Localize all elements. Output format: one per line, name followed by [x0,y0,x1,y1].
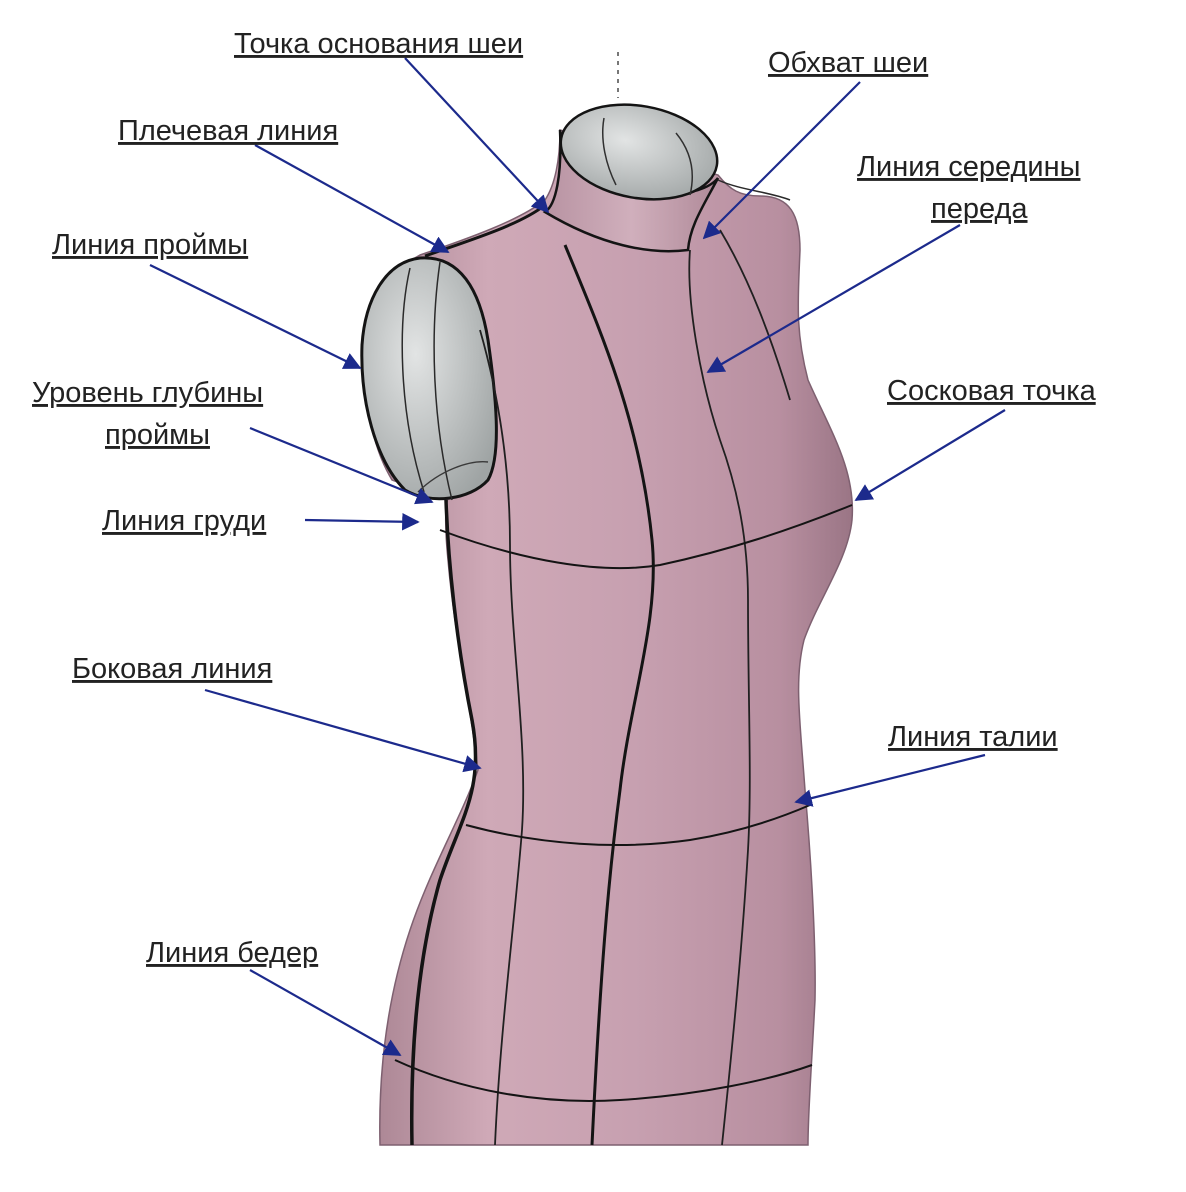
dress-form [362,52,853,1145]
arrow-bust-line [305,520,418,522]
label-bust-line: Линия груди [102,505,266,537]
arrow-hip-line [250,970,400,1055]
arrow-nipple-point [856,410,1005,500]
label-shoulder-line: Плечевая линия [118,115,338,147]
label-neck-girth: Обхват шеи [768,47,928,79]
arrow-shoulder-line [255,145,448,252]
arrow-neck-base-point [405,58,548,212]
arrow-waist-line [796,755,985,802]
label-side-line: Боковая линия [72,653,272,685]
arrow-armhole-line [150,265,360,368]
label-hip-line: Линия бедер [146,937,318,969]
label-front-center-line-1: Линия середины [857,151,1080,183]
label-nipple-point: Сосковая точка [887,375,1097,407]
label-neck-base-point: Точка основания шеи [234,28,523,60]
arrow-side-line [205,690,480,768]
label-armhole-depth-level-1: Уровень глубины [32,377,263,409]
label-armhole-depth-level-2: проймы [105,419,210,451]
label-waist-line: Линия талии [888,721,1058,753]
label-armhole-line: Линия проймы [52,229,248,261]
label-front-center-line-2: переда [931,193,1028,225]
